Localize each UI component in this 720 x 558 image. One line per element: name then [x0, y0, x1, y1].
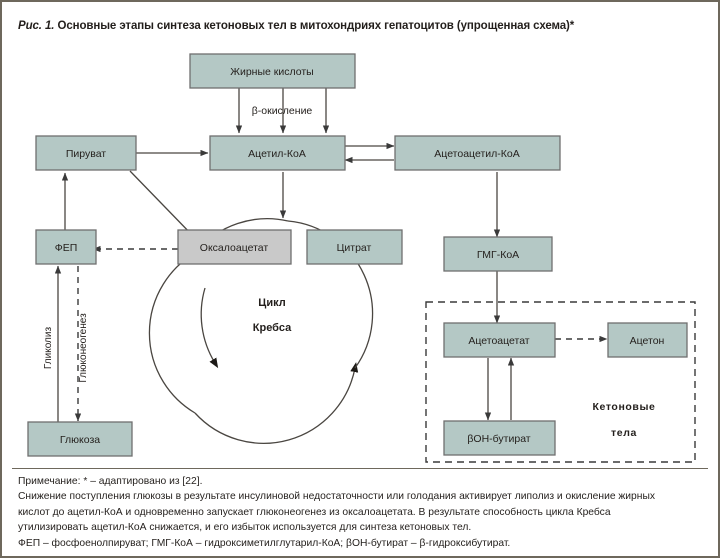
node-acetyl-coa[interactable]: Ацетил-КоА — [209, 135, 346, 171]
node-label-bhb: βОН-бутират — [467, 433, 530, 445]
node-acetoacetyl-coa[interactable]: Ацетоацетил-КоА — [394, 135, 561, 171]
node-label-acetoacetate: Ацетоацетат — [468, 335, 529, 347]
diagram-canvas: Жирные кислоты Пируват Ацетил-КоА Ацетоа… — [10, 38, 714, 466]
node-label-pep: ФЕП — [55, 242, 78, 254]
notes-line-4: утилизировать ацетил-КоА снижается, и ег… — [18, 522, 472, 534]
node-citrate[interactable]: Цитрат — [306, 229, 403, 265]
node-label-acetyl-coa: Ацетил-КоА — [248, 148, 306, 160]
notes-line-1: Примечание: * – адаптировано из [22]. — [18, 476, 203, 487]
node-label-oxaloacetate: Оксалоацетат — [200, 242, 269, 254]
label-ketone-bodies-line2: тела — [611, 427, 637, 439]
label-ketone-bodies-line1: Кетоновые — [593, 401, 656, 413]
ketone-bodies-group-box — [425, 301, 696, 463]
node-oxaloacetate[interactable]: Оксалоацетат — [177, 229, 292, 265]
label-glycolysis: Гликолиз — [43, 327, 54, 370]
label-gluconeogenesis: Глюконеогенез — [78, 313, 89, 383]
node-pep[interactable]: ФЕП — [35, 229, 97, 265]
node-label-acetoacetyl-coa: Ацетоацетил-КоА — [434, 148, 519, 160]
notes-line-2: Снижение поступления глюкозы в результат… — [18, 491, 656, 503]
node-fatty-acids[interactable]: Жирные кислоты — [189, 53, 356, 89]
node-label-citrate: Цитрат — [337, 242, 372, 254]
label-krebs-cycle-line2: Кребса — [253, 322, 292, 334]
node-label-acetone: Ацетон — [630, 335, 665, 347]
arrow-pyruvate-oxaloacetate — [129, 170, 196, 239]
node-label-pyruvate: Пируват — [66, 148, 106, 160]
notes-separator — [12, 468, 708, 469]
notes-line-3: кислот до ацетил-КоА и одновременно запу… — [18, 506, 611, 518]
node-acetone[interactable]: Ацетон — [607, 322, 688, 358]
figure-caption: Рис. 1. Основные этапы синтеза кетоновых… — [18, 20, 574, 32]
node-hmg-coa[interactable]: ГМГ-КоА — [443, 236, 553, 272]
krebs-cycle-circle — [148, 218, 374, 444]
figure-caption-text: Основные этапы синтеза кетоновых тел в м… — [57, 20, 575, 32]
node-pyruvate[interactable]: Пируват — [35, 135, 137, 171]
node-label-glucose: Глюкоза — [60, 434, 100, 446]
node-acetoacetate[interactable]: Ацетоацетат — [443, 322, 556, 358]
node-label-fatty-acids: Жирные кислоты — [230, 66, 313, 78]
figure-caption-number: Рис. 1. — [18, 20, 55, 32]
node-label-hmg-coa: ГМГ-КоА — [477, 249, 519, 261]
notes-line-5: ФЕП – фосфоенолпируват; ГМГ-КоА – гидрок… — [18, 537, 511, 549]
node-bhb[interactable]: βОН-бутират — [443, 420, 556, 456]
label-krebs-cycle-line1: Цикл — [258, 297, 285, 309]
node-glucose[interactable]: Глюкоза — [27, 421, 133, 457]
figure-notes: Примечание: * – адаптировано из [22]. Сн… — [18, 474, 708, 551]
label-beta-oxidation: β-окисление — [252, 105, 313, 117]
